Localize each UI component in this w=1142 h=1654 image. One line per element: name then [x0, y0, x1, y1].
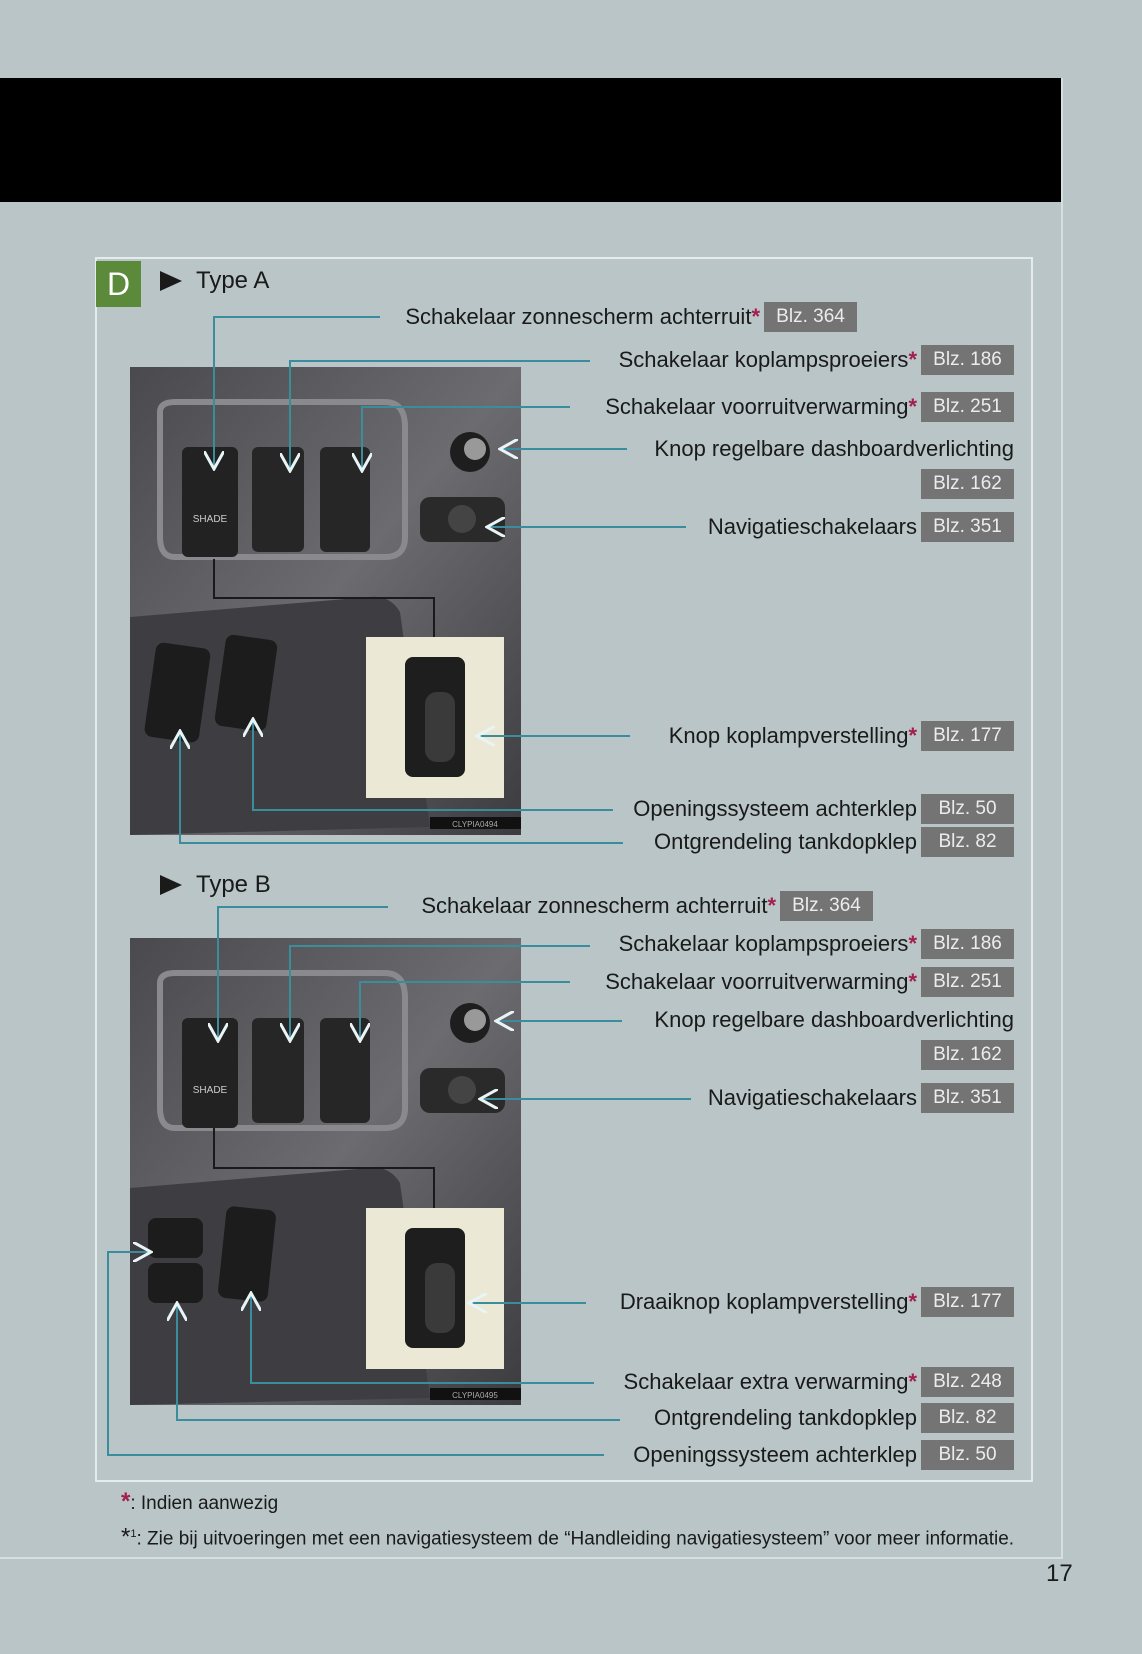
footnote-1: *1: Zie bij uitvoeringen met een navigat…: [121, 1523, 1015, 1551]
label-b-headlamp-level: Draaiknop koplampverstelling*: [619, 1289, 917, 1314]
label-a-headlamp-cleaner: Schakelaar koplampsproeiers*: [618, 347, 917, 372]
page-ref-b-extra-heater[interactable]: Blz. 248: [921, 1367, 1014, 1397]
page-border-horizontal: [0, 1557, 1063, 1559]
photo-code: CLYPIA0494: [452, 820, 498, 829]
page-ref-a-navigation[interactable]: Blz. 351: [921, 512, 1014, 542]
triangle-icon: [160, 875, 182, 895]
page-border-vertical: [1061, 78, 1063, 1558]
shade-switch-label: SHADE: [193, 1085, 228, 1096]
label-b-windshield-heater: Schakelaar voorruitverwarming*: [605, 969, 917, 994]
content-frame: [95, 257, 1033, 1482]
label-a-dash-light: Knop regelbare dashboardverlichting: [654, 436, 1014, 461]
page-ref-b-trunk[interactable]: Blz. 50: [921, 1440, 1014, 1470]
page-ref-b-shade[interactable]: Blz. 364: [780, 891, 873, 921]
page-ref-a-dash-light[interactable]: Blz. 162: [921, 469, 1014, 499]
page-ref-b-dash-light[interactable]: Blz. 162: [921, 1040, 1014, 1070]
type-b-heading: Type B: [160, 870, 271, 900]
label-a-windshield-heater: Schakelaar voorruitverwarming*: [605, 394, 917, 419]
label-a-navigation: Navigatieschakelaars: [707, 514, 917, 539]
shade-switch-label: SHADE: [193, 514, 228, 525]
label-b-trunk: Openingssysteem achterklep: [633, 1442, 917, 1467]
page-ref-a-headlamp-cleaner[interactable]: Blz. 186: [921, 345, 1014, 375]
page-number: 17: [1046, 1560, 1073, 1587]
page-ref-a-headlamp-level[interactable]: Blz. 177: [921, 721, 1014, 751]
type-b-title: Type B: [196, 871, 271, 898]
label-a-shade: Schakelaar zonnescherm achterruit*: [405, 304, 760, 329]
page-ref-b-headlamp-cleaner[interactable]: Blz. 186: [921, 929, 1014, 959]
type-a-photo: SHADE CLYPIA0494: [130, 367, 521, 835]
page-ref-a-shade[interactable]: Blz. 364: [764, 302, 857, 332]
label-a-fuel-door: Ontgrendeling tankdopklep: [654, 829, 917, 854]
label-b-navigation: Navigatieschakelaars: [707, 1085, 917, 1110]
page-ref-a-trunk[interactable]: Blz. 50: [921, 794, 1014, 824]
page-ref-a-windshield-heater[interactable]: Blz. 251: [921, 392, 1014, 422]
label-a-headlamp-level: Knop koplampverstelling*: [668, 723, 917, 748]
label-b-headlamp-cleaner: Schakelaar koplampsproeiers*: [618, 931, 917, 956]
page-ref-a-fuel-door[interactable]: Blz. 82: [921, 827, 1014, 857]
type-a-heading: Type A: [160, 266, 269, 296]
label-b-dash-light: Knop regelbare dashboardverlichting: [654, 1007, 1014, 1032]
page-ref-b-navigation[interactable]: Blz. 351: [921, 1083, 1014, 1113]
label-b-fuel-door: Ontgrendeling tankdopklep: [654, 1405, 917, 1430]
photo-code: CLYPIA0495: [452, 1391, 498, 1400]
page-ref-b-windshield-heater[interactable]: Blz. 251: [921, 967, 1014, 997]
label-a-trunk: Openingssysteem achterklep: [633, 796, 917, 821]
section-badge: D: [96, 261, 141, 307]
header-bar: [0, 78, 1061, 202]
footnote-asterisk: *: Indien aanwezig: [121, 1488, 279, 1515]
triangle-icon: [160, 271, 182, 291]
label-b-shade: Schakelaar zonnescherm achterruit*: [421, 893, 776, 918]
type-a-title: Type A: [196, 267, 270, 294]
type-b-photo: SHADE CLYPIA0495: [130, 938, 521, 1405]
page-ref-b-headlamp-level[interactable]: Blz. 177: [921, 1287, 1014, 1317]
page-ref-b-fuel-door[interactable]: Blz. 82: [921, 1403, 1014, 1433]
label-b-extra-heater: Schakelaar extra verwarming*: [623, 1369, 917, 1394]
